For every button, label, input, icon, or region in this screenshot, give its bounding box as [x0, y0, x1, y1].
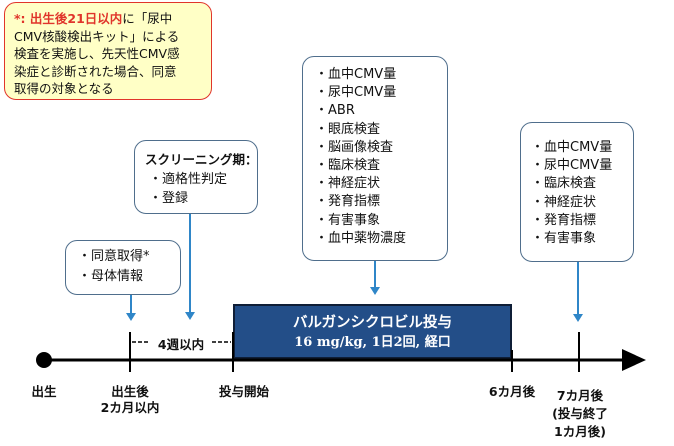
note-line4: 染症と診断された場合、同意 [14, 63, 177, 79]
screening-item: 適格性判定 [149, 170, 227, 189]
birth-marker [36, 352, 52, 368]
followup-item: 神経症状 [531, 194, 633, 212]
followup-item: 尿中CMV量 [531, 157, 633, 175]
followup-item: 発育指標 [531, 212, 633, 230]
baseline-item: ABR [315, 102, 447, 120]
label-start: 投与開始 [218, 384, 269, 399]
label-7-months-note-a: (投与終了 [552, 406, 608, 421]
consent-criteria-note: *: 出生後21日以内に「尿中 CMV核酸検出キット」による 検査を実施し、先天… [4, 2, 212, 100]
note-line3: 検査を実施し、先天性CMV感 [14, 46, 180, 61]
note-line5: 取得の対象となる [14, 81, 114, 96]
treatment-bar: バルガンシクロビル投与 16 mg/kg, 1日2回, 経口 [233, 304, 512, 359]
screening-box: スクリーニング期： 適格性判定 登録 [134, 140, 258, 214]
baseline-item: 脳画像検査 [315, 139, 447, 157]
baseline-assessment-box: 血中CMV量 尿中CMV量 ABR 眼底検査 脳画像検査 臨床検査 神経症状 発… [302, 56, 448, 261]
label-7-months: 7カ月後 [556, 388, 604, 403]
baseline-item: 神経症状 [315, 175, 447, 193]
label-within-2-months-a: 出生後 [111, 384, 149, 399]
label-birth: 出生 [31, 384, 57, 399]
baseline-arrow [370, 261, 380, 295]
baseline-item: 尿中CMV量 [315, 84, 447, 102]
note-prefix: *: [14, 11, 30, 26]
screening-item: 登録 [149, 189, 227, 208]
note-line2: CMV核酸検出キット」による [14, 28, 180, 44]
consent-item: 同意取得* [78, 247, 180, 267]
label-6-months: 6カ月後 [488, 384, 536, 399]
followup-assessment-box: 血中CMV量 尿中CMV量 臨床検査 神経症状 発育指標 有害事象 [520, 122, 634, 262]
screening-arrow [185, 214, 195, 320]
baseline-item: 発育指標 [315, 193, 447, 211]
treatment-dose: 16 mg/kg, 1日2回, 経口 [294, 335, 451, 350]
interval-label: 4週以内 [157, 337, 205, 352]
screening-title: スクリーニング期： [145, 152, 258, 167]
followup-arrow [573, 262, 583, 322]
consent-arrow [126, 295, 136, 321]
label-within-2-months-b: 2カ月以内 [100, 400, 160, 415]
note-line1-rest: に「尿中 [122, 11, 173, 26]
followup-item: 血中CMV量 [531, 139, 633, 157]
timeline-arrowhead [622, 349, 646, 371]
consent-item: 母体情報 [78, 267, 180, 287]
baseline-item: 有害事象 [315, 212, 447, 230]
note-highlight: 出生後21日以内 [29, 11, 123, 26]
baseline-item: 血中CMV量 [315, 66, 447, 84]
consent-box: 同意取得* 母体情報 [65, 240, 181, 295]
label-7-months-note-b: 1カ月後) [554, 424, 606, 439]
followup-item: 有害事象 [531, 230, 633, 248]
baseline-item: 血中薬物濃度 [315, 230, 447, 248]
baseline-item: 眼底検査 [315, 121, 447, 139]
treatment-title: バルガンシクロビル投与 [292, 315, 453, 331]
followup-item: 臨床検査 [531, 175, 633, 193]
baseline-item: 臨床検査 [315, 157, 447, 175]
